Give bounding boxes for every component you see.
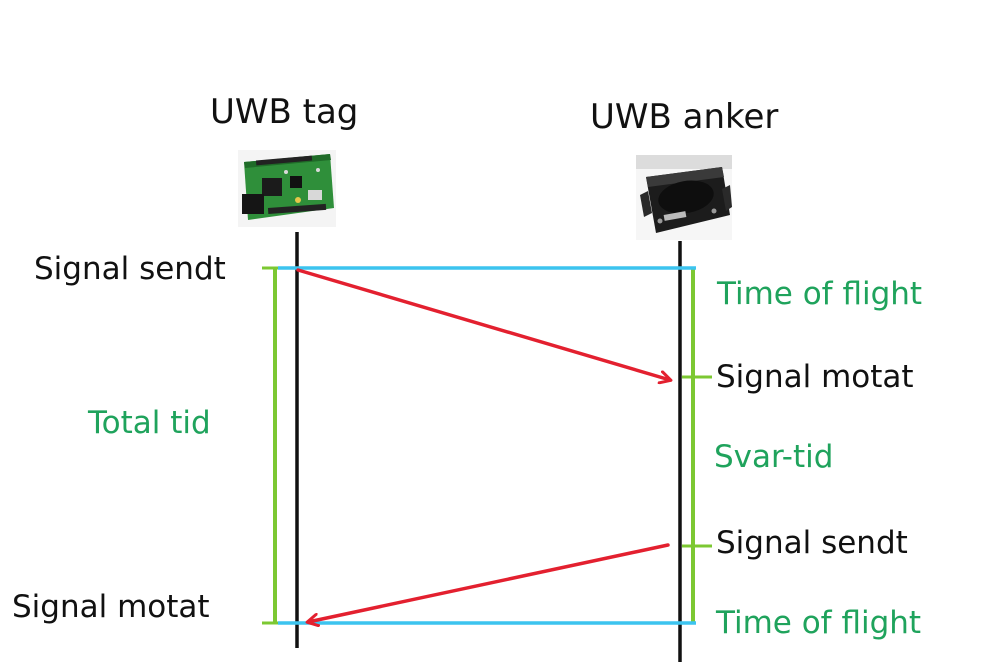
- circuit-board-icon: [238, 150, 336, 227]
- anchor-module-icon: [636, 155, 732, 240]
- total-time-label: Total tid: [88, 405, 211, 441]
- time-of-flight-label-2: Time of flight: [716, 605, 922, 641]
- anchor-title: UWB anker: [590, 97, 779, 137]
- reply-time-label: Svar-tid: [714, 439, 834, 475]
- anchor-signal-received-label: Signal motat: [716, 359, 914, 395]
- time-of-flight-label-1: Time of flight: [717, 276, 923, 312]
- outgoing-signal-arrow: [296, 268, 670, 380]
- anchor-signal-sent-label: Signal sendt: [716, 525, 908, 561]
- tag-signal-received-label: Signal motat: [12, 589, 210, 625]
- reply-signal-arrow: [308, 543, 670, 622]
- tag-title: UWB tag: [210, 92, 359, 132]
- tag-signal-sent-label: Signal sendt: [34, 251, 226, 287]
